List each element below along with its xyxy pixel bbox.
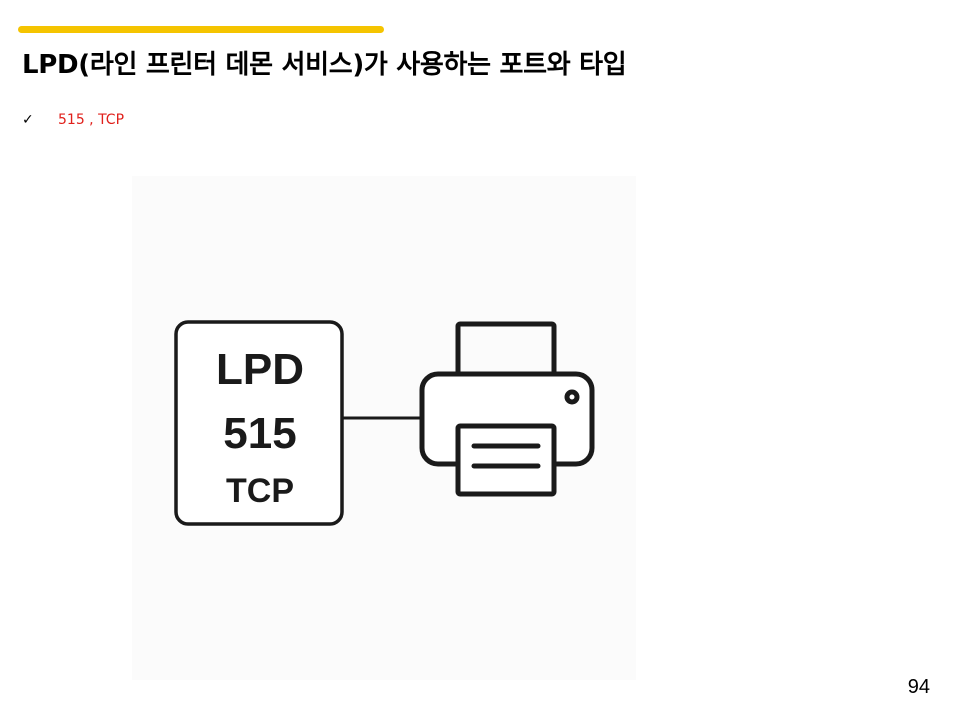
answer-bullet: ✓ 515 , TCP (22, 112, 124, 128)
box-label-lpd: LPD (216, 345, 304, 394)
illustration-svg: LPD 515 TCP (174, 320, 595, 526)
box-label-port: 515 (223, 409, 296, 458)
box-label-protocol: TCP (226, 472, 294, 510)
server-box-icon (174, 320, 344, 526)
checkmark-icon: ✓ (22, 112, 34, 128)
printer-icon (419, 321, 595, 497)
lpd-printer-illustration: LPD 515 TCP (132, 176, 636, 680)
title-accent-bar (18, 26, 384, 33)
slide-title: LPD(라인 프린터 데몬 서비스)가 사용하는 포트와 타입 (22, 50, 627, 80)
answer-text: 515 , TCP (58, 112, 125, 128)
page-number: 94 (907, 676, 930, 698)
